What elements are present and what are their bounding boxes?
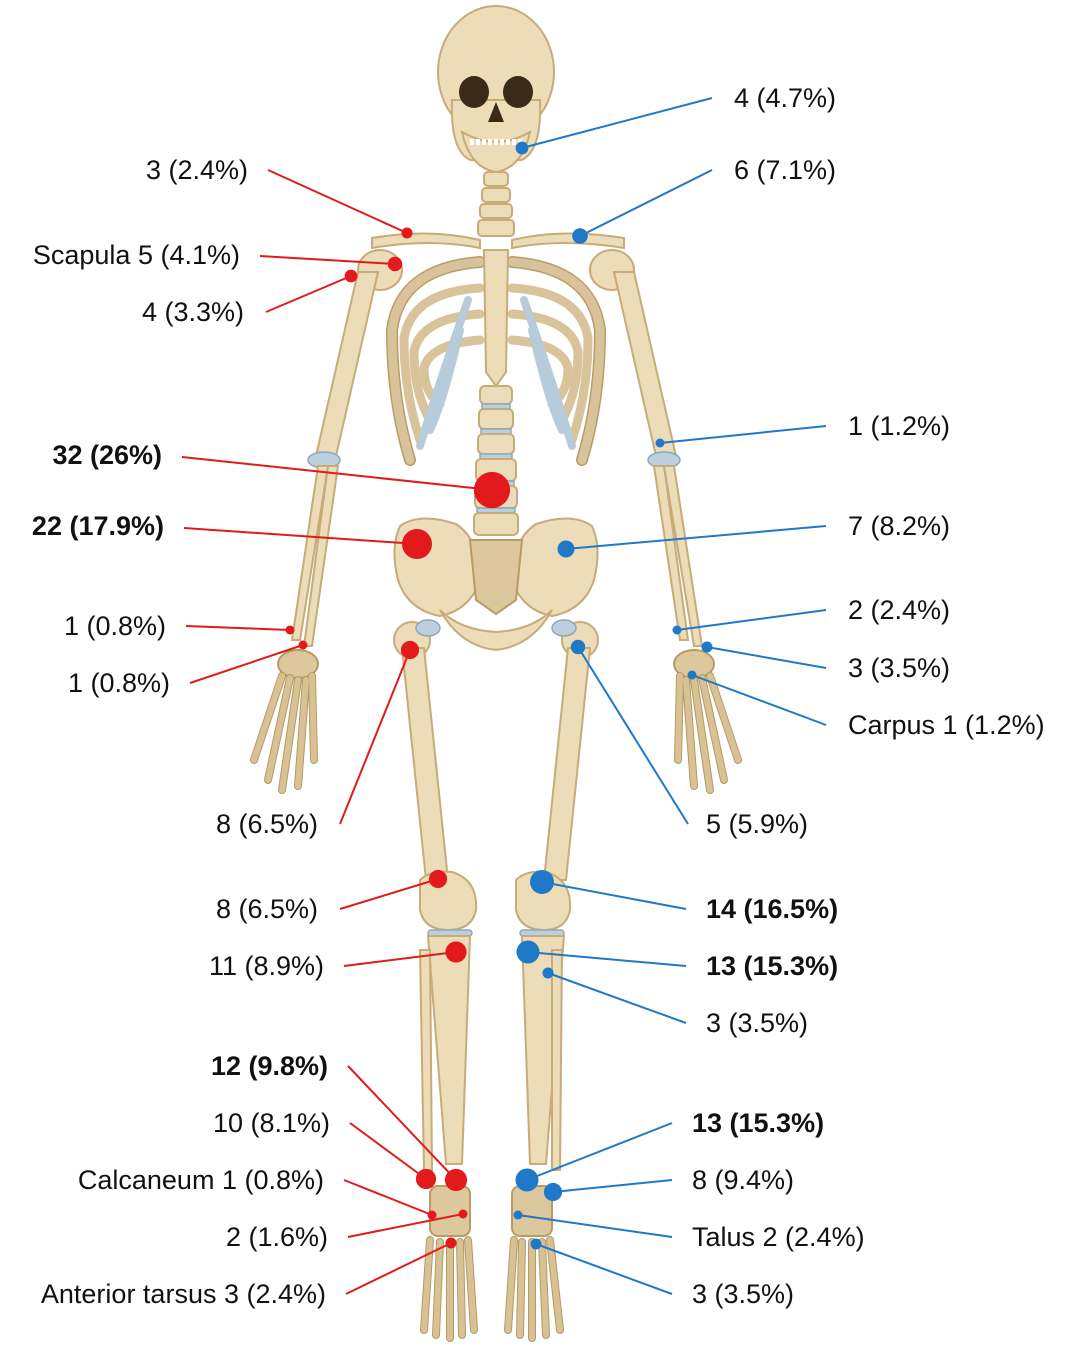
leader-line-r-fibula-dist — [553, 1180, 672, 1192]
label-l-talus: 2 (1.6%) — [226, 1222, 328, 1252]
left-arm-bones — [254, 250, 402, 790]
label-r-talus: Talus 2 (2.4%) — [692, 1222, 865, 1252]
label-r-radius-dist: 2 (2.4%) — [848, 595, 950, 625]
leader-line-l-clavicle — [268, 170, 407, 233]
cervical-spine — [478, 172, 514, 236]
marker-l-ant-tarsus — [446, 1238, 457, 1249]
marker-l-femur-dist — [429, 870, 447, 888]
marker-r-humerus-dist — [656, 439, 665, 448]
marker-l-femur-prox — [401, 641, 419, 659]
marker-r-fibula-prox — [543, 968, 554, 979]
marker-l-scapula — [388, 257, 402, 271]
label-r-tibia-dist: 13 (15.3%) — [692, 1108, 824, 1138]
leader-line-r-ulna-dist — [707, 647, 826, 668]
label-l-forearm-a: 1 (0.8%) — [64, 611, 166, 641]
leader-line-r-pelvis — [566, 526, 826, 549]
leader-line-l-fibula-dist — [350, 1123, 426, 1179]
marker-l-forearm-a — [286, 626, 295, 635]
label-r-femur-prox: 5 (5.9%) — [706, 809, 808, 839]
leader-line-r-jaw — [522, 98, 712, 148]
marker-l-calcaneum — [428, 1211, 437, 1220]
label-r-carpus: Carpus 1 (1.2%) — [848, 710, 1045, 740]
marker-r-femur-prox — [571, 640, 585, 654]
label-r-tibia-prox: 13 (15.3%) — [706, 951, 838, 981]
label-r-fibula-prox: 3 (3.5%) — [706, 1008, 808, 1038]
label-r-clavicle: 6 (7.1%) — [734, 155, 836, 185]
label-l-femur-dist: 8 (6.5%) — [216, 894, 318, 924]
marker-r-fibula-dist — [544, 1183, 562, 1201]
label-l-ant-tarsus: Anterior tarsus 3 (2.4%) — [41, 1279, 326, 1309]
label-l-scapula: Scapula 5 (4.1%) — [33, 240, 240, 270]
marker-l-forearm-b — [299, 641, 308, 650]
label-l-tibia-prox: 11 (8.9%) — [209, 951, 324, 981]
label-l-tibia-dist: 12 (9.8%) — [211, 1051, 328, 1081]
marker-r-ant-tarsus — [531, 1239, 542, 1250]
marker-r-carpus — [688, 671, 697, 680]
leader-line-l-femur-prox — [340, 650, 410, 824]
label-l-calcaneum: Calcaneum 1 (0.8%) — [78, 1165, 324, 1195]
skeleton-illustration — [254, 6, 738, 1338]
marker-l-tibia-dist — [445, 1169, 467, 1191]
label-l-fibula-dist: 10 (8.1%) — [213, 1108, 330, 1138]
label-r-ulna-dist: 3 (3.5%) — [848, 653, 950, 683]
marker-l-spine — [474, 472, 510, 508]
marker-l-humerus-prox — [345, 270, 358, 283]
label-l-pelvis: 22 (17.9%) — [32, 511, 164, 541]
marker-l-clavicle — [402, 228, 413, 239]
label-l-spine: 32 (26%) — [52, 440, 162, 470]
leader-line-r-radius-dist — [677, 610, 826, 630]
skull — [438, 6, 554, 172]
label-r-jaw: 4 (4.7%) — [734, 83, 836, 113]
leader-line-r-humerus-dist — [660, 426, 826, 443]
label-r-femur-dist: 14 (16.5%) — [706, 894, 838, 924]
marker-r-tibia-prox — [517, 941, 540, 964]
left-clavicle — [372, 233, 480, 248]
leader-line-r-clavicle — [580, 170, 712, 236]
right-arm-bones — [590, 250, 738, 790]
marker-l-pelvis — [402, 529, 432, 559]
label-l-clavicle: 3 (2.4%) — [146, 155, 248, 185]
leader-line-l-forearm-a — [186, 626, 290, 630]
leader-line-r-fibula-prox — [548, 973, 686, 1023]
marker-r-tibia-dist — [516, 1169, 539, 1192]
marker-l-talus — [459, 1210, 468, 1219]
label-l-femur-prox: 8 (6.5%) — [216, 809, 318, 839]
label-l-humerus-prox: 4 (3.3%) — [142, 297, 244, 327]
marker-l-fibula-dist — [416, 1169, 436, 1189]
marker-r-femur-dist — [530, 870, 554, 894]
label-r-fibula-dist: 8 (9.4%) — [692, 1165, 794, 1195]
marker-r-talus — [514, 1211, 523, 1220]
marker-r-radius-dist — [673, 626, 682, 635]
right-clavicle — [512, 233, 624, 248]
leader-line-r-femur-prox — [578, 647, 688, 824]
marker-l-tibia-prox — [445, 941, 466, 962]
marker-r-jaw — [516, 142, 529, 155]
right-leg-bones — [508, 620, 598, 1338]
label-r-humerus-dist: 1 (1.2%) — [848, 411, 950, 441]
spine — [474, 386, 518, 535]
marker-r-ulna-dist — [702, 642, 713, 653]
left-leg-bones — [394, 620, 476, 1338]
label-r-pelvis: 7 (8.2%) — [848, 511, 950, 541]
leader-line-l-pelvis — [184, 528, 417, 544]
label-r-ant-tarsus: 3 (3.5%) — [692, 1279, 794, 1309]
marker-r-pelvis — [558, 541, 575, 558]
marker-r-clavicle — [572, 228, 588, 244]
leader-line-l-humerus-prox — [266, 276, 351, 312]
label-l-forearm-b: 1 (0.8%) — [68, 668, 170, 698]
